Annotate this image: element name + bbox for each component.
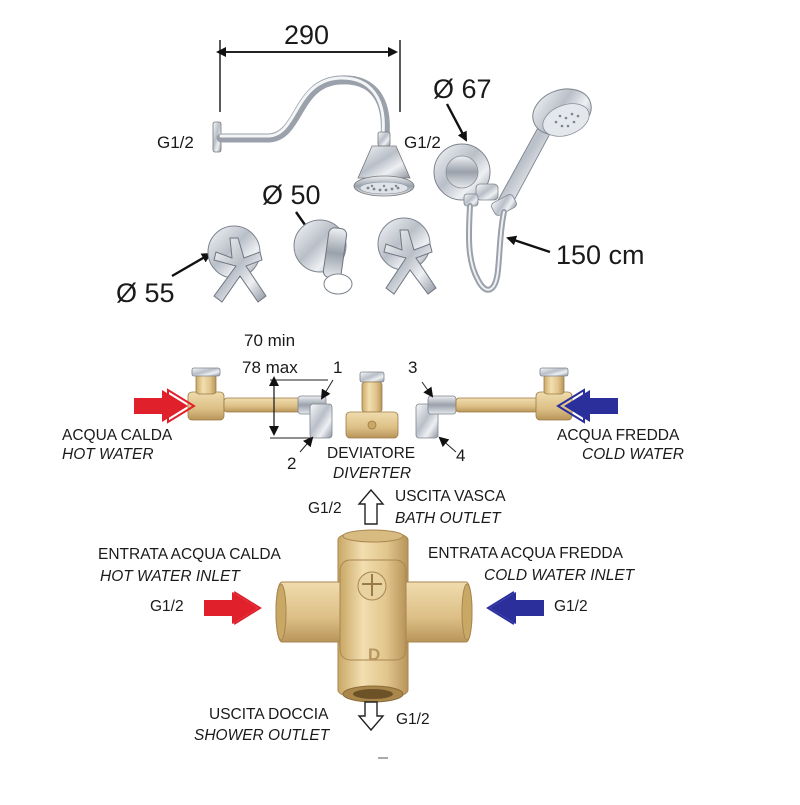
dimension-290-label: 290 <box>284 20 330 50</box>
bath-outlet-arrow <box>357 488 385 525</box>
hot-water-arrow <box>134 388 196 424</box>
shower-outlet-en-label: SHOWER OUTLET <box>194 727 330 744</box>
diverter-body-icon <box>275 529 473 703</box>
bath-outlet-it-label: USCITA VASCA <box>395 488 506 505</box>
callout-1-label: 1 <box>333 358 343 377</box>
hot-cross-handle-icon <box>207 225 267 303</box>
thread-left-label: G1/2 <box>157 133 194 152</box>
cold-water-it-label: ACQUA FREDDA <box>557 427 680 444</box>
hot-water-en-label: HOT WATER <box>62 446 154 463</box>
holder-diameter-label: Ø 67 <box>433 74 492 104</box>
spacing-min-label: 70 min <box>244 331 296 350</box>
thread-right-label: G1/2 <box>404 133 441 152</box>
cross-handle-diameter-label: Ø 55 <box>116 278 175 308</box>
diverter-lever-icon <box>293 219 353 295</box>
shower-outlet-arrow <box>357 701 385 732</box>
spacing-max-label: 78 max <box>242 358 298 377</box>
dimension-arrows <box>171 103 551 278</box>
diverter-it-label: DEVIATORE <box>327 445 416 462</box>
cold-thread-label: G1/2 <box>554 598 588 615</box>
shower-outlet-it-label: USCITA DOCCIA <box>209 706 329 723</box>
cold-cross-handle-icon <box>377 217 437 295</box>
hot-inlet-it-label: ENTRATA ACQUA CALDA <box>98 546 281 563</box>
diverter-en-label: DIVERTER <box>333 465 412 482</box>
hot-water-it-label: ACQUA CALDA <box>62 427 173 444</box>
handshower-holder-icon <box>433 143 499 207</box>
shower-hose-icon <box>465 203 507 293</box>
body-mark-d: D <box>368 645 381 664</box>
shower-thread-label: G1/2 <box>396 711 430 728</box>
cold-water-en-label: COLD WATER <box>582 446 684 463</box>
hot-inlet-arrow <box>204 591 262 625</box>
cold-water-arrow <box>556 388 618 424</box>
hose-length-label: 150 cm <box>556 240 645 270</box>
callout-3-label: 3 <box>408 358 418 377</box>
cold-inlet-en-label: COLD WATER INLET <box>484 567 635 584</box>
dimension-290-line <box>216 40 401 112</box>
hot-thread-label: G1/2 <box>150 598 184 615</box>
installation-schematic <box>187 367 573 453</box>
shower-head-icon <box>353 131 415 197</box>
cold-inlet-arrow <box>486 591 544 625</box>
callout-4-label: 4 <box>456 446 466 465</box>
cold-inlet-it-label: ENTRATA ACQUA FREDDA <box>428 545 623 562</box>
lever-diameter-label: Ø 50 <box>262 180 321 210</box>
hand-shower-icon <box>491 88 592 216</box>
bath-thread-label: G1/2 <box>308 500 342 517</box>
callout-2-label: 2 <box>287 454 297 473</box>
shower-arm-icon <box>212 75 390 153</box>
hot-inlet-en-label: HOT WATER INLET <box>100 568 240 585</box>
bath-outlet-en-label: BATH OUTLET <box>395 510 501 527</box>
